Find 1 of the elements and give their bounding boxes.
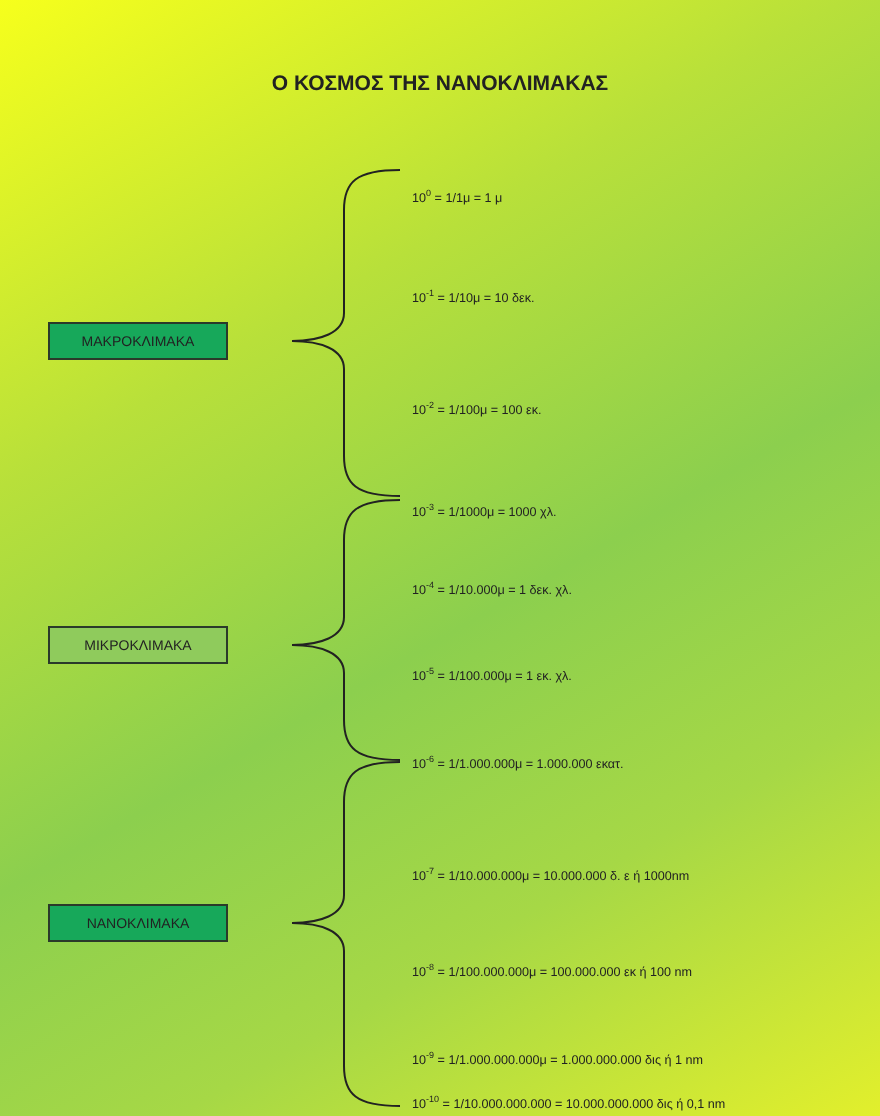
title: Ο ΚΟΣΜΟΣ ΤΗΣ ΝΑΝΟΚΛΙΜΑΚΑΣ: [269, 72, 611, 96]
